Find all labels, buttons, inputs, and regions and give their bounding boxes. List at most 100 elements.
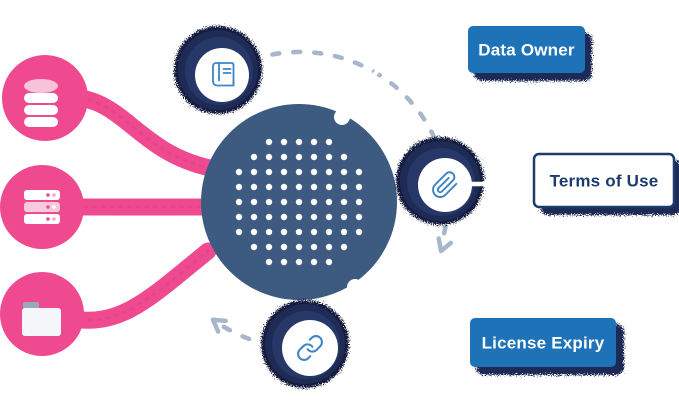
hub-dot: [340, 243, 348, 251]
hub-dot: [265, 258, 273, 266]
hub-dot: [250, 153, 258, 161]
hub-dot: [325, 168, 333, 176]
hub-dot: [310, 258, 318, 266]
hub-dot: [265, 228, 273, 236]
hub-dot: [295, 228, 303, 236]
server-icon: [24, 190, 60, 224]
label-terms-of-use: Terms of Use: [532, 152, 679, 215]
orbit-arrow-bottom: [210, 317, 228, 334]
book-icon: [212, 62, 235, 87]
satellite-face: [282, 320, 338, 376]
hub-dot: [355, 213, 363, 221]
hub-dot: [355, 228, 363, 236]
hub-dot: [280, 183, 288, 191]
satellite-book: [174, 26, 262, 114]
label-text-terms-of-use: Terms of Use: [550, 172, 659, 191]
satellite-link: [261, 300, 349, 388]
hub-dot: [280, 168, 288, 176]
hub-dot: [265, 198, 273, 206]
label-box: [532, 152, 676, 209]
hub-dot: [340, 228, 348, 236]
hub-dot: [295, 138, 303, 146]
hub-dot: [235, 228, 243, 236]
paperclip-icon: [432, 171, 458, 198]
hub-dot: [340, 213, 348, 221]
hub-dot: [295, 183, 303, 191]
hub-dot: [355, 183, 363, 191]
hub-dot: [250, 198, 258, 206]
hub-dot: [280, 228, 288, 236]
hub-dot: [325, 153, 333, 161]
hub-dot: [325, 213, 333, 221]
connector-database-texture: [70, 95, 212, 170]
hub-dot: [310, 198, 318, 206]
hub-dot: [310, 138, 318, 146]
hub-dot: [235, 198, 243, 206]
hub-dot: [280, 198, 288, 206]
connector-license-expiry: [352, 284, 475, 347]
source-server: [0, 165, 84, 249]
label-box: [470, 318, 616, 367]
hub-dot: [250, 183, 258, 191]
connector-folder-texture: [70, 249, 210, 322]
orbit-arrow-right: [436, 236, 454, 254]
hub-dot: [280, 153, 288, 161]
hub-dot: [265, 168, 273, 176]
hub-dot: [295, 153, 303, 161]
hub-dot: [235, 183, 243, 191]
hub-dot: [250, 228, 258, 236]
orbit-arc-top: [230, 49, 439, 145]
callout-connectors: [339, 50, 539, 347]
hub-dot: [310, 228, 318, 236]
hub-dot: [295, 213, 303, 221]
label-text-license-expiry: License Expiry: [482, 334, 605, 353]
hub-dot: [280, 243, 288, 251]
folder-icon: [22, 302, 61, 336]
hub-dot: [295, 258, 303, 266]
hub-dot: [325, 138, 333, 146]
label-data-owner: Data Owner: [468, 26, 592, 81]
anchor-dot-top: [334, 109, 350, 125]
hub-dot: [235, 213, 243, 221]
hub-dot: [355, 168, 363, 176]
hub-dot: [280, 258, 288, 266]
satellite-face: [195, 48, 249, 102]
hub-dot: [265, 138, 273, 146]
label-text-data-owner: Data Owner: [478, 41, 575, 60]
hub-dot: [295, 243, 303, 251]
hub-dot-grid: [235, 138, 363, 266]
hub-dot: [310, 213, 318, 221]
connector-folder: [63, 242, 217, 329]
hub-dot: [280, 213, 288, 221]
label-box: [468, 26, 585, 73]
anchor-dot-bottom: [347, 279, 363, 295]
hub-dot: [340, 153, 348, 161]
hub-dot: [235, 168, 243, 176]
hub-dot: [280, 138, 288, 146]
source-connectors: [63, 88, 247, 329]
connector-data-owner: [339, 50, 469, 120]
hub-dot: [340, 168, 348, 176]
hub-dot: [325, 243, 333, 251]
label-license-expiry: License Expiry: [470, 318, 624, 375]
link-icon: [297, 335, 323, 361]
hub-dot: [265, 183, 273, 191]
hub-dot: [310, 183, 318, 191]
satellite-face: [418, 158, 472, 212]
hub-dot: [325, 198, 333, 206]
hub-dot: [325, 228, 333, 236]
hub-dot: [295, 198, 303, 206]
hub-dot: [265, 153, 273, 161]
hub-dot: [340, 198, 348, 206]
hub-dot: [265, 243, 273, 251]
hub-dot: [295, 168, 303, 176]
hub-dot: [250, 213, 258, 221]
hub-dot: [340, 183, 348, 191]
hub-dot: [325, 183, 333, 191]
database-icon: [24, 79, 58, 127]
hub-dot: [310, 168, 318, 176]
hub: [201, 104, 397, 300]
source-folder: [0, 272, 84, 356]
